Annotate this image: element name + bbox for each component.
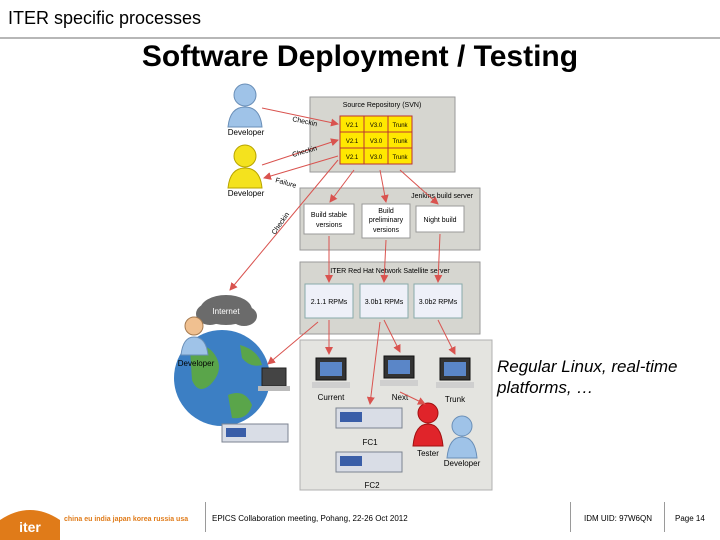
footer: iter <box>0 496 720 540</box>
developer-label: Developer <box>228 128 265 137</box>
svn-cell: V2.1 <box>346 123 359 129</box>
svn-cell: V3.0 <box>370 123 383 129</box>
fc-label: FC1 <box>362 438 378 447</box>
developer-label: Developer <box>228 189 265 198</box>
footer-idm: IDM UID: 97W6QN <box>584 514 653 523</box>
satellite-panel: ITER Red Hat Network Satellite server 2.… <box>299 261 481 335</box>
satellite-title: ITER Red Hat Network Satellite server <box>330 268 450 275</box>
fc1-device: FC1 <box>335 407 403 447</box>
svn-title: Source Repository (SVN) <box>343 102 422 109</box>
failure-label: Failure <box>274 177 297 190</box>
deployment-diagram: Source Repository (SVN) V2.1 V3.0 Trunk … <box>174 83 493 491</box>
fc-label: FC2 <box>364 481 380 490</box>
fc2-device: FC2 <box>335 451 403 490</box>
footer-divider <box>664 502 665 532</box>
svn-panel: Source Repository (SVN) V2.1 V3.0 Trunk … <box>309 96 456 173</box>
footer-divider <box>570 502 571 532</box>
machine-current: Current <box>312 357 350 402</box>
svn-cell: Trunk <box>392 155 408 161</box>
footer-graphics: iter <box>0 510 60 540</box>
internet-cloud-icon: Internet <box>196 295 257 326</box>
jenkins-box-night: Night build <box>423 217 456 224</box>
tester-label: Tester <box>417 449 439 458</box>
jenkins-title: Jenkins build server <box>411 193 474 200</box>
platforms-caption: Regular Linux, real-time platforms, … <box>497 357 678 397</box>
footer-divider <box>205 502 206 532</box>
tester: Tester <box>412 402 444 458</box>
machine-label: Trunk <box>445 395 466 404</box>
footer-page-number: Page 14 <box>675 514 705 523</box>
iter-logo-text: iter <box>19 519 41 535</box>
internet-label: Internet <box>212 307 240 316</box>
footer-event: EPICS Collaboration meeting, Pohang, 22-… <box>212 514 408 523</box>
rpm-label: 3.0b1 RPMs <box>365 299 404 306</box>
logo-tagline: china eu india japan korea russia usa <box>64 516 189 523</box>
iter-logo-icon <box>0 510 60 540</box>
svn-cell: V2.1 <box>346 139 359 145</box>
rpm-label: 3.0b2 RPMs <box>419 299 458 306</box>
svn-cell: V3.0 <box>370 155 383 161</box>
svn-cell: Trunk <box>392 123 408 129</box>
header-divider <box>0 37 720 39</box>
developer-label: Developer <box>444 459 481 468</box>
svn-table: V2.1 V3.0 Trunk V2.1 V3.0 Trunk V2.1 V3.… <box>339 115 413 165</box>
developer-1: Developer <box>227 83 265 137</box>
rpm-label: 2.1.1 RPMs <box>311 299 348 306</box>
developer-label: Developer <box>178 359 215 368</box>
machine-next: Next <box>380 355 418 402</box>
flow-arrows <box>229 107 456 405</box>
checkin-label: Checkin <box>271 211 291 236</box>
machine-label: Next <box>392 393 409 402</box>
slide-title: Software Deployment / Testing <box>141 40 579 73</box>
laptop-icon <box>258 367 290 391</box>
machine-trunk: Trunk <box>436 357 474 404</box>
developer-3: Developer <box>178 316 215 368</box>
rack-device-icon <box>221 423 289 443</box>
svn-cell: V2.1 <box>346 155 359 161</box>
developer-4: Developer <box>444 415 481 468</box>
svn-cell: Trunk <box>392 139 408 145</box>
machine-label: Current <box>318 393 345 402</box>
section-header: ITER specific processes <box>8 8 202 28</box>
developer-2: Developer <box>227 144 265 198</box>
svn-cell: V3.0 <box>370 139 383 145</box>
